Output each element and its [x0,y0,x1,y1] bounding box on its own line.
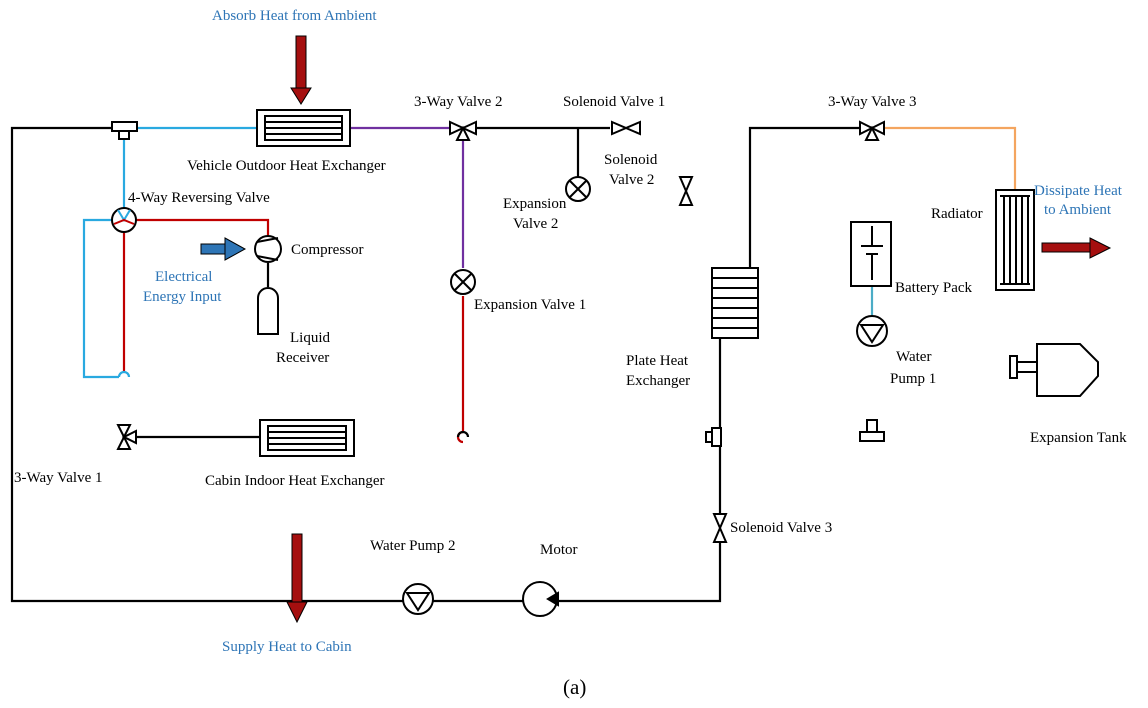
dissipate-heat-arrow [1041,237,1112,259]
motor-label: Motor [540,542,578,558]
three-way-valve-3 [859,120,885,141]
expansion-valve-2-label-line1: Expansion [503,196,567,212]
four-way-reversing-valve [111,207,137,233]
dissipate-heat-label-line2: to Ambient [1044,202,1112,218]
four-way-valve-label: 4-Way Reversing Valve [128,190,270,206]
radiator-label: Radiator [931,206,983,222]
liquid-receiver [257,287,279,335]
water-pump-2-label: Water Pump 2 [370,538,455,554]
plate-hx-label-line1: Plate Heat [626,353,689,369]
three-way-valve-1-label: 3-Way Valve 1 [14,470,103,486]
radiator [995,189,1035,291]
supply-heat-arrow [286,533,308,624]
solenoid-valve-2-label-line2: Valve 2 [609,172,654,188]
pipe-right-battery-loop [748,126,860,290]
labels: Absorb Heat from Ambient Vehicle Outdoor… [14,8,1127,699]
battery-pack [850,221,892,287]
three-way-valve-3-label: 3-Way Valve 3 [828,94,917,110]
expansion-valve-1-label: Expansion Valve 1 [474,297,586,313]
liquid-receiver-label-line2: Receiver [276,350,329,366]
vehicle-outdoor-hx-label: Vehicle Outdoor Heat Exchanger [187,158,386,174]
figure-caption: (a) [563,675,586,699]
pipe-red-4way [136,218,270,237]
plate-heat-exchanger [711,267,759,339]
pipe-blue-left-loop [82,218,119,379]
electrical-label-line2: Energy Input [143,289,222,305]
solenoid-valve-3-label: Solenoid Valve 3 [730,520,832,536]
water-pump-1-label-line1: Water [896,349,931,365]
three-way-valve-2-label: 3-Way Valve 2 [414,94,503,110]
pipe-red-left-hop [117,370,131,378]
expansion-tank-label: Expansion Tank [1030,430,1127,446]
compressor-label: Compressor [291,242,364,258]
caption-letter: a [570,675,580,699]
water-pump-1-label-line2: Pump 1 [890,371,936,387]
three-way-valve-1 [116,424,137,450]
expansion-tank [1009,343,1099,397]
electrical-input-arrow [200,237,247,261]
expansion-valve-2-label-line2: Valve 2 [513,216,558,232]
electrical-label-line1: Electrical [155,269,212,285]
expansion-valve-2 [565,176,591,202]
solenoid-valve-2 [678,176,694,206]
water-pump-2 [402,583,434,615]
plate-hx-label-line2: Exchanger [626,373,690,389]
cabin-indoor-hx-label: Cabin Indoor Heat Exchanger [205,473,385,489]
motor [522,581,559,617]
caption-open-paren: ( [563,675,570,699]
vehicle-outdoor-heat-exchanger [256,109,351,147]
solenoid-valve-1-label: Solenoid Valve 1 [563,94,665,110]
three-way-valve-2 [449,120,477,141]
pipe-cabin-hop [456,430,470,438]
solenoid-valve-3 [712,513,728,543]
pipe-orange [884,126,1017,190]
tee-junction-top-left [111,121,138,140]
dissipate-heat-label-line1: Dissipate Heat [1034,183,1123,199]
supply-heat-label: Supply Heat to Cabin [222,639,352,655]
liquid-receiver-label-line1: Liquid [290,330,330,346]
solenoid-valve-1 [611,120,641,136]
solenoid-valve-2-label-line1: Solenoid [604,152,658,168]
absorb-heat-label: Absorb Heat from Ambient [212,8,377,24]
compressor [254,235,282,263]
caption-close-paren: ) [579,675,586,699]
expansion-valve-1 [450,269,476,295]
battery-pack-label: Battery Pack [895,280,973,296]
pipes [10,126,1017,603]
absorb-heat-arrow [290,35,312,105]
cabin-indoor-heat-exchanger [259,419,355,457]
pipe-outer-black-loop [10,126,722,603]
tee-junction-battery [859,419,885,442]
tee-junction-plate [705,427,722,447]
water-pump-1 [856,315,888,347]
